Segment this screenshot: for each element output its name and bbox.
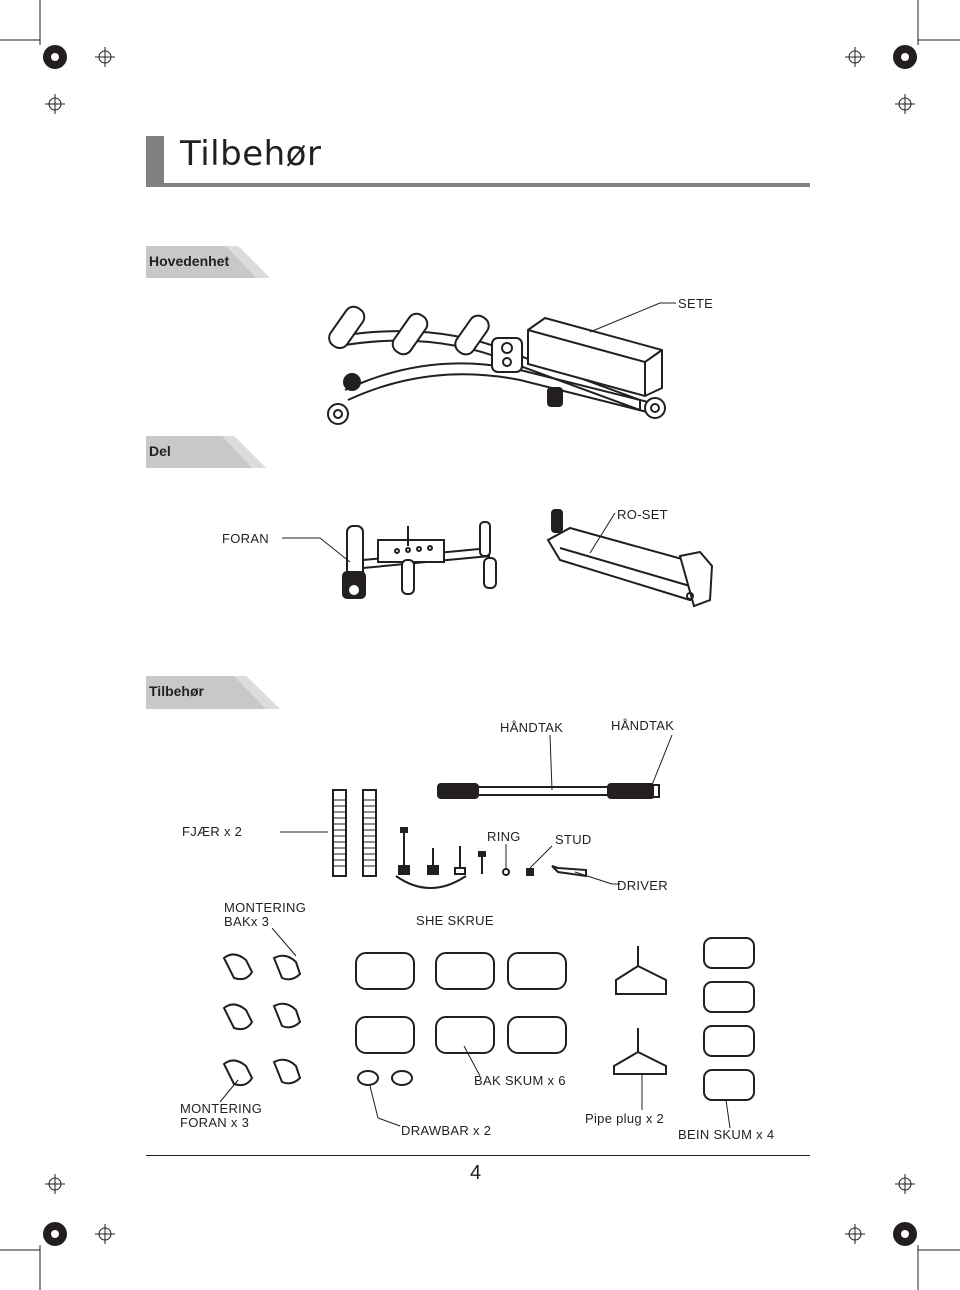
label-front-mount-line2: FORAN x 3	[180, 1115, 250, 1130]
label-handle-left: HÅNDTAK	[500, 720, 564, 735]
page-number: 4	[470, 1162, 482, 1184]
label-leg-foam: BEIN SKUM x 4	[678, 1127, 775, 1142]
section-label: Tilbehør	[149, 683, 204, 699]
crosshair-mark	[45, 47, 915, 1244]
label-stud: STUD	[555, 832, 592, 847]
title-accent-bar	[146, 136, 164, 186]
title-rule	[146, 183, 810, 187]
footer-rule	[146, 1155, 810, 1156]
section-tab-parts: Del	[146, 436, 266, 468]
section-label: Del	[149, 443, 171, 459]
section-tab-main-unit: Hovedenhet	[146, 246, 270, 278]
label-rear-foam: BAK SKUM x 6	[474, 1073, 566, 1088]
label-rowing-set: RO-SET	[617, 507, 668, 522]
label-handle-right: HÅNDTAK	[611, 718, 675, 733]
label-pipe-plug: Pipe plug x 2	[585, 1111, 665, 1126]
section-label: Hovedenhet	[149, 253, 230, 269]
label-front-mount-line1: MONTERING	[180, 1101, 263, 1116]
label-drawbar: DRAWBAR x 2	[401, 1123, 492, 1138]
label-seat: SETE	[678, 296, 714, 311]
label-rear-mount-line1: MONTERING	[224, 900, 307, 915]
label-screw: SHE SKRUE	[416, 913, 494, 928]
page-title: Tilbehør	[180, 134, 322, 174]
label-rear-mount-line2: BAKx 3	[224, 914, 270, 929]
label-springs: FJÆR x 2	[182, 824, 243, 839]
label-driver: DRIVER	[617, 878, 668, 893]
section-tab-accessories: Tilbehør	[146, 676, 280, 709]
starburst-mark	[43, 45, 917, 1246]
label-ring: RING	[487, 829, 521, 844]
label-front: FORAN	[222, 531, 269, 546]
